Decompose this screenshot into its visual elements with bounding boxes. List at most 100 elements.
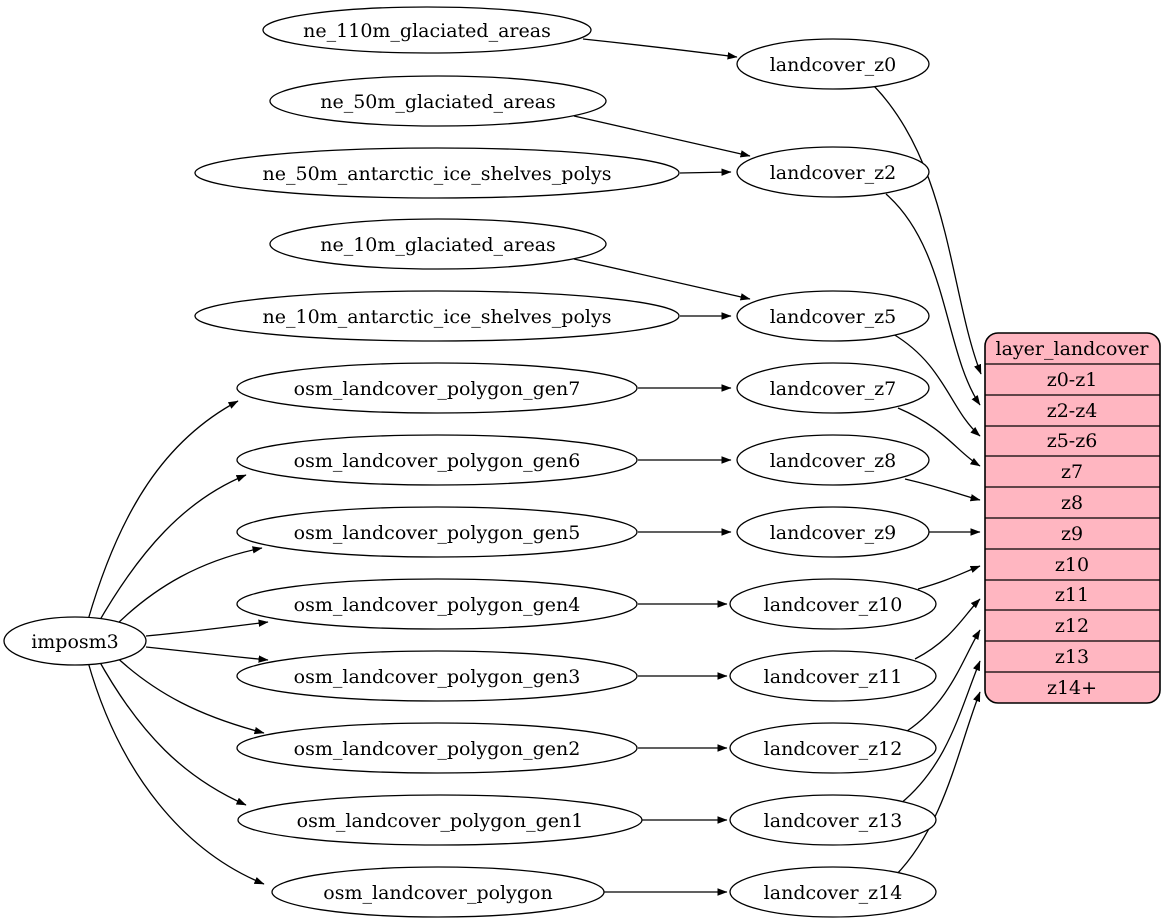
view-ellipse — [736, 506, 930, 558]
node-landcover-z0: landcover_z0 — [736, 38, 930, 90]
source-ellipse — [269, 218, 607, 270]
node-osm-landcover-polygon-gen3: osm_landcover_polygon_gen3 — [236, 650, 638, 702]
layer-row-z8: z8 — [1061, 492, 1083, 514]
edge-z2-row — [885, 193, 981, 406]
node-landcover-z11: landcover_z11 — [729, 650, 937, 702]
node-ne-110m-glaciated-areas: ne_110m_glaciated_areas — [262, 6, 592, 54]
node-landcover-z2: landcover_z2 — [736, 146, 930, 198]
node-landcover-z12: landcover_z12 — [729, 722, 937, 774]
layer-row-z11: z11 — [1055, 584, 1089, 606]
node-ne-50m-glaciated-areas: ne_50m_glaciated_areas — [269, 75, 607, 127]
source-ellipse — [236, 578, 638, 630]
view-label: landcover_z10 — [764, 594, 903, 616]
layer-row-z12: z12 — [1055, 615, 1089, 637]
node-landcover-z14: landcover_z14 — [729, 866, 937, 918]
node-osm-landcover-polygon-gen2: osm_landcover_polygon_gen2 — [236, 722, 638, 774]
source-ellipse — [194, 147, 680, 199]
edge-layer — [87, 38, 982, 896]
source-label: ne_110m_glaciated_areas — [303, 20, 551, 42]
source-ellipse — [236, 362, 638, 414]
edge-imposm3-gen1 — [96, 656, 247, 806]
source-label: osm_landcover_polygon_gen2 — [294, 738, 581, 760]
node-imposm3: imposm3 — [3, 616, 147, 666]
view-ellipse — [736, 146, 930, 198]
edge-z11-row — [914, 598, 981, 660]
view-ellipse — [736, 38, 930, 90]
layer-row-z7: z7 — [1061, 461, 1083, 483]
edge-imposm3-gen4 — [145, 619, 269, 637]
view-label: landcover_z11 — [764, 666, 903, 688]
edge-z12-row — [906, 629, 981, 732]
node-osm-landcover-polygon-gen5: osm_landcover_polygon_gen5 — [236, 506, 638, 558]
edge-z0-row — [873, 85, 982, 375]
source-label: osm_landcover_polygon_gen5 — [294, 522, 581, 544]
edge-imposm3-polygon — [87, 661, 265, 885]
source-label: ne_50m_glaciated_areas — [320, 91, 556, 113]
source-label: ne_50m_antarctic_ice_shelves_polys — [263, 163, 612, 185]
edge-z10-row — [917, 565, 981, 590]
source-ellipse — [237, 794, 643, 846]
edge-z5-row — [892, 333, 981, 437]
view-ellipse — [736, 290, 930, 342]
source-label: osm_landcover_polygon_gen7 — [294, 378, 581, 400]
layer-row-z13: z13 — [1055, 646, 1089, 668]
edge-imposm3-gen6 — [96, 474, 247, 626]
source-ellipse — [236, 650, 638, 702]
view-label: landcover_z2 — [770, 162, 897, 184]
view-ellipse — [736, 362, 930, 414]
node-ne-10m-antarctic-ice-shelves-polys: ne_10m_antarctic_ice_shelves_polys — [194, 290, 680, 342]
view-label: landcover_z14 — [764, 882, 903, 904]
node-ne-50m-antarctic-ice-shelves-polys: ne_50m_antarctic_ice_shelves_polys — [194, 147, 680, 199]
source-label: osm_landcover_polygon_gen6 — [294, 450, 581, 472]
source-ellipse — [194, 290, 680, 342]
edge-ne10m-glac-z5 — [573, 258, 751, 301]
edge-imposm3-gen5 — [109, 546, 263, 632]
view-ellipse — [729, 578, 937, 630]
view-ellipse — [736, 434, 930, 486]
view-label: landcover_z12 — [764, 738, 903, 760]
source-ellipse — [236, 722, 638, 774]
edge-imposm3-gen7 — [87, 400, 239, 621]
layer-row-z0-z1: z0-z1 — [1047, 369, 1098, 391]
layer-row-z14plus: z14+ — [1047, 677, 1097, 699]
node-landcover-z8: landcover_z8 — [736, 434, 930, 486]
node-osm-landcover-polygon-gen1: osm_landcover_polygon_gen1 — [237, 794, 643, 846]
edge-ne50m-glac-z2 — [573, 115, 751, 158]
node-osm-landcover-polygon-gen6: osm_landcover_polygon_gen6 — [236, 434, 638, 486]
source-ellipse — [271, 866, 605, 918]
source-label: osm_landcover_polygon_gen4 — [294, 594, 581, 616]
view-label: landcover_z13 — [764, 810, 903, 832]
source-label: osm_landcover_polygon_gen3 — [294, 666, 581, 688]
view-ellipse — [729, 794, 937, 846]
edge-ne110m-z0 — [582, 38, 738, 60]
view-label: landcover_z9 — [770, 522, 897, 544]
source-label: osm_landcover_polygon — [323, 882, 552, 904]
imposm3-ellipse — [3, 616, 147, 666]
layer-row-z5-z6: z5-z6 — [1047, 430, 1098, 452]
view-label: landcover_z0 — [770, 54, 897, 76]
layer-title: layer_landcover — [996, 338, 1150, 360]
node-osm-landcover-polygon-gen7: osm_landcover_polygon_gen7 — [236, 362, 638, 414]
source-label: ne_10m_glaciated_areas — [320, 234, 556, 256]
edge-z8-row — [904, 478, 981, 502]
edge-imposm3-gen3 — [145, 646, 269, 663]
node-landcover-z9: landcover_z9 — [736, 506, 930, 558]
node-landcover-z13: landcover_z13 — [729, 794, 937, 846]
source-ellipse — [269, 75, 607, 127]
edge-imposm3-gen2 — [109, 650, 265, 735]
layer-row-z10: z10 — [1055, 554, 1089, 576]
view-label: landcover_z7 — [770, 378, 897, 400]
edge-z7-row — [897, 407, 981, 467]
layer-row-z2-z4: z2-z4 — [1047, 400, 1098, 422]
view-label: landcover_z8 — [770, 450, 897, 472]
edge-z14-row — [894, 691, 981, 877]
node-landcover-z5: landcover_z5 — [736, 290, 930, 342]
node-ne-10m-glaciated-areas: ne_10m_glaciated_areas — [269, 218, 607, 270]
node-layer-landcover: layer_landcover z0-z1 z2-z4 z5-z6 z7 z8 … — [984, 332, 1161, 704]
view-ellipse — [729, 722, 937, 774]
source-label: osm_landcover_polygon_gen1 — [297, 810, 584, 832]
layer-row-z9: z9 — [1061, 523, 1083, 545]
node-landcover-z7: landcover_z7 — [736, 362, 930, 414]
